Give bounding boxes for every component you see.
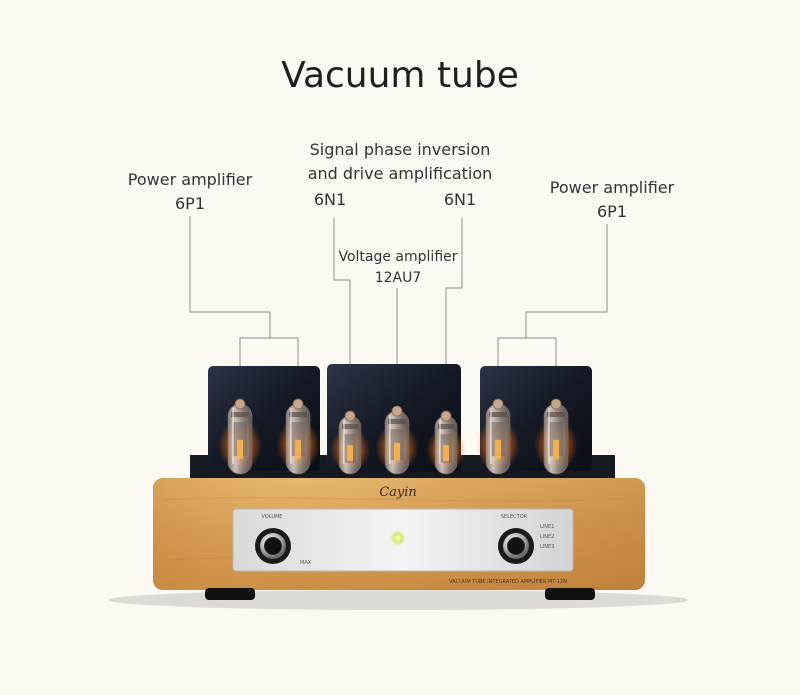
- signal-phase-label-line1: Signal phase inversion: [309, 140, 491, 159]
- volume-label: VOLUME: [262, 514, 283, 520]
- signal-phase-code-left: 6N1: [313, 190, 347, 209]
- tube-6n1-right: [426, 410, 466, 475]
- volume-max-label: MAX: [300, 560, 312, 566]
- input-line1-label: LINE1: [540, 524, 554, 530]
- signal-phase-code-right: 6N1: [443, 190, 477, 209]
- selector-label: SELECTOR: [501, 514, 528, 520]
- leader-lines: [189, 216, 608, 410]
- tube-6p1-right-a: [476, 398, 520, 475]
- input-line2-label: LINE2: [540, 534, 554, 540]
- model-text: VACUUM TUBE INTEGRATED AMPLIFIER MT-12N: [449, 579, 567, 585]
- power-amplifier-right-code: 6P1: [596, 202, 627, 221]
- power-amplifier-right-label: Power amplifier: [549, 178, 675, 197]
- input-line3-label: LINE3: [540, 544, 554, 550]
- voltage-amplifier-code: 12AU7: [374, 270, 422, 286]
- power-amplifier-left-label: Power amplifier: [127, 170, 253, 189]
- voltage-amplifier-label: Voltage amplifier: [338, 249, 458, 265]
- tube-12au7: [375, 405, 419, 475]
- leader-6n1-left: [333, 218, 351, 410]
- tube-6p1-right-b: [534, 398, 578, 475]
- foot-left: [205, 588, 255, 600]
- power-amplifier-left-code: 6P1: [174, 194, 205, 213]
- floor-shadow: [108, 590, 688, 610]
- selector-knob[interactable]: [498, 528, 534, 564]
- leader-6n1-right: [445, 218, 463, 410]
- tubes: [218, 398, 578, 475]
- tube-6p1-left-b: [276, 398, 320, 475]
- foot-right: [545, 588, 595, 600]
- brand-logo: Cayin: [379, 485, 417, 500]
- page-title: Vacuum tube: [281, 55, 519, 96]
- volume-knob[interactable]: [255, 528, 291, 564]
- tube-6n1-left: [330, 410, 370, 475]
- tube-6p1-left-a: [218, 398, 262, 475]
- power-led: [395, 535, 401, 541]
- signal-phase-label-line2: and drive amplification: [307, 164, 493, 183]
